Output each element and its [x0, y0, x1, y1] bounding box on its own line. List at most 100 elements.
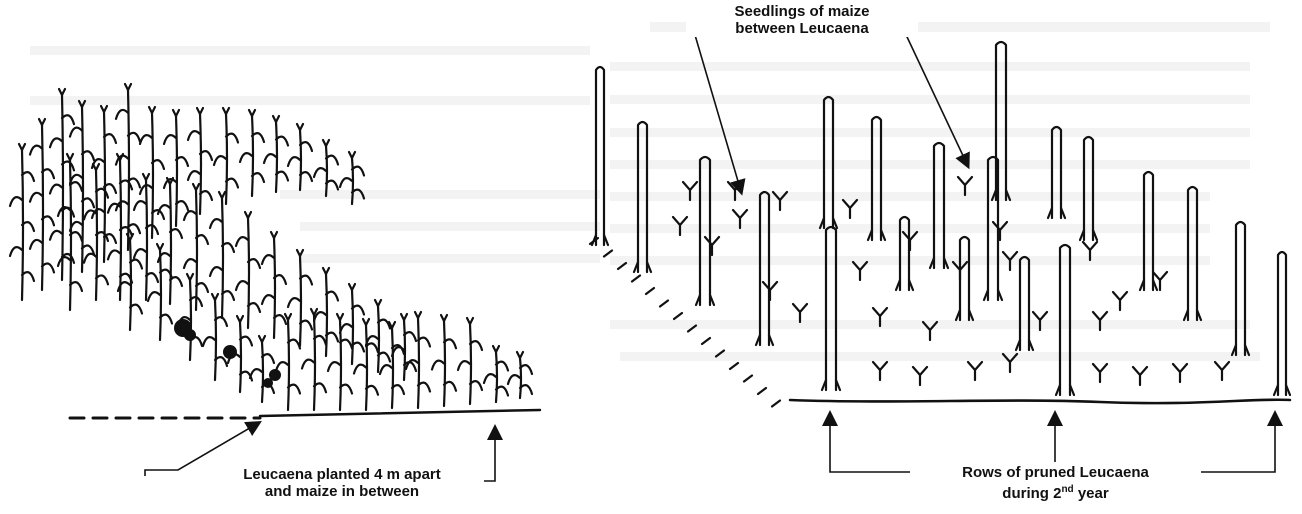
- hatch-mark: [674, 313, 682, 319]
- left-panel-maize-field: [10, 84, 540, 418]
- rows-caption-line2: during 2nd year: [913, 481, 1198, 502]
- maize-seedling: [923, 322, 937, 340]
- maize-plant: [262, 232, 286, 338]
- leucaena-stump: [822, 227, 840, 390]
- maize-plant: [340, 152, 364, 204]
- maize-plant: [314, 140, 338, 196]
- maize-seedling: [1033, 312, 1047, 330]
- leucaena-stump: [930, 143, 948, 268]
- maize-plant: [70, 101, 94, 272]
- leucaena-stump: [592, 67, 608, 245]
- rows-caption-label: Rows of pruned Leucaena during 2nd year: [910, 464, 1201, 502]
- hatch-mark: [758, 388, 766, 394]
- maize-plant: [484, 346, 508, 402]
- right-ground-line: [790, 400, 1290, 403]
- maize-seedling: [705, 237, 719, 255]
- left-ground-line-solid: [260, 410, 540, 416]
- leucaena-stump: [634, 122, 651, 272]
- maize-plant: [354, 319, 378, 410]
- leucaena-stump: [1232, 222, 1249, 355]
- leucaena-stump: [1274, 252, 1290, 395]
- maize-plant: [236, 212, 260, 328]
- maize-plant: [10, 144, 34, 300]
- hatch-mark: [744, 376, 752, 382]
- maize-plant: [288, 124, 312, 190]
- maize-seedling: [1133, 367, 1147, 385]
- maize-plant: [366, 300, 390, 372]
- maize-seedling: [913, 367, 927, 385]
- leucaena-stump: [992, 42, 1010, 200]
- maize-seedling: [993, 222, 1007, 240]
- left-caption-line1: Leucaena planted 4 m apart: [203, 466, 481, 483]
- maize-seedling: [1003, 252, 1017, 270]
- maize-seedling: [728, 182, 742, 200]
- leucaena-stump: [1080, 137, 1097, 240]
- maize-plant: [240, 110, 264, 196]
- maize-seedling: [873, 308, 887, 326]
- maize-seedling: [1093, 312, 1107, 330]
- maize-seedling: [1083, 242, 1097, 260]
- maize-plant: [214, 108, 238, 204]
- right-panel-pruned-leucaena: [590, 42, 1290, 407]
- hatch-mark: [730, 363, 738, 369]
- hatch-mark: [646, 288, 654, 294]
- leucaena-stump: [1016, 257, 1033, 350]
- hatch-mark: [660, 301, 668, 307]
- maize-plant: [188, 108, 212, 214]
- maize-plant: [288, 250, 312, 346]
- maize-plant: [340, 284, 364, 364]
- maize-plant: [328, 314, 352, 410]
- leucaena-stumps: [592, 42, 1290, 395]
- hatch-mark: [632, 276, 640, 282]
- maize-plant: [134, 174, 158, 300]
- leucaena-stump: [696, 157, 714, 305]
- leucaena-stump: [896, 217, 913, 290]
- hatch-mark: [702, 338, 710, 344]
- rows-caption-suffix: year: [1074, 485, 1109, 502]
- seedlings-arrow-right: [900, 22, 966, 162]
- maize-plant: [392, 314, 416, 380]
- leucaena-stump: [1048, 127, 1065, 218]
- leucaena-stump: [756, 192, 773, 345]
- hatch-mark: [688, 326, 696, 332]
- maize-seedling: [773, 192, 787, 210]
- leucaena-stump: [1056, 245, 1074, 395]
- maize-seedling: [1093, 364, 1107, 382]
- maize-plants-left: [10, 84, 532, 410]
- maize-seedling: [733, 210, 747, 228]
- hatch-mark: [716, 351, 724, 357]
- left-caption-line2: and maize in between: [203, 483, 481, 500]
- maize-seedling: [958, 177, 972, 195]
- leucaena-stump: [868, 117, 885, 240]
- maize-seedling: [793, 304, 807, 322]
- rows-arrow-right: [1195, 418, 1275, 472]
- maize-plant: [140, 107, 164, 238]
- maize-plant: [148, 244, 172, 340]
- maize-plant: [508, 352, 532, 398]
- maize-plant: [406, 312, 430, 408]
- maize-seedling: [1003, 354, 1017, 372]
- maize-seedling: [873, 362, 887, 380]
- maize-seedling: [1215, 362, 1229, 380]
- maize-seedling: [673, 217, 687, 235]
- maize-plant: [264, 116, 288, 192]
- leucaena-stump: [1184, 187, 1201, 320]
- maize-plant: [458, 318, 482, 404]
- maize-plant: [276, 314, 300, 410]
- maize-seedling: [843, 200, 857, 218]
- rows-arrow-left: [830, 418, 910, 472]
- maize-seedlings: [673, 177, 1229, 385]
- hatch-mark: [604, 251, 612, 257]
- maize-seedling: [683, 182, 697, 200]
- rows-caption-line1: Rows of pruned Leucaena: [913, 464, 1198, 481]
- seedlings-label-line1: Seedlings of maize: [689, 3, 915, 20]
- seedlings-label-line2: between Leucaena: [689, 20, 915, 37]
- maize-seedling: [1173, 364, 1187, 382]
- maize-plant: [380, 322, 404, 408]
- leucaena-stump: [956, 237, 973, 320]
- hatch-mark: [772, 401, 780, 407]
- left-caption-label: Leucaena planted 4 m apart and maize in …: [200, 466, 484, 500]
- maize-plant: [164, 110, 188, 226]
- ground-slope-hatching: [590, 238, 780, 407]
